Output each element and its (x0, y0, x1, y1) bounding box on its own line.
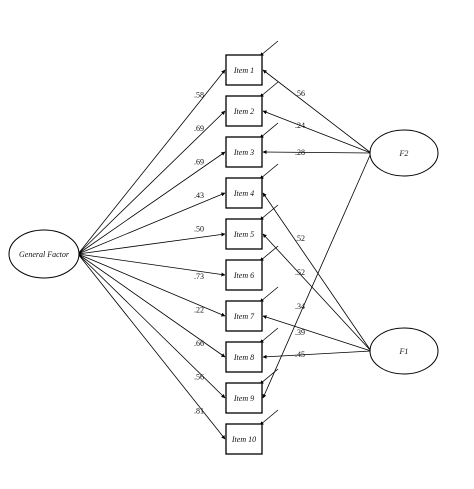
item-label-3: Item 3 (233, 148, 254, 157)
general-path-5 (77, 232, 226, 255)
general-loading-4: .43 (194, 191, 204, 200)
general-path-1 (77, 69, 226, 255)
general-loading-8: .66 (194, 339, 204, 348)
f1-path-item-8 (262, 350, 372, 359)
error-arrow-1 (259, 40, 279, 57)
item-box-10 (225, 423, 263, 455)
items-layer: Item 1 Item 2 Item 3 Item 4 Item 5 Item 6 Item… (225, 54, 263, 455)
item-label-9: Item 9 (233, 394, 254, 403)
item-box-1 (225, 54, 263, 86)
error-arrow-9 (259, 368, 279, 385)
error-arrow-2 (259, 81, 279, 98)
f1-factor-label: F1 (399, 347, 409, 356)
item-label-7: Item 7 (233, 312, 255, 321)
general-loading-7: .22 (194, 306, 204, 315)
f2-factor-label: F2 (399, 149, 409, 158)
error-arrow-10 (259, 409, 279, 426)
general-loading-5: .50 (194, 225, 204, 234)
item-box-9 (225, 382, 263, 414)
general-loading-2: .69 (194, 124, 204, 133)
f2-loading-item-3: .28 (295, 148, 305, 157)
f2-loading-item-2: .24 (295, 121, 305, 130)
f1-path-item-4 (262, 192, 372, 352)
general-factor-ellipse (8, 229, 80, 279)
f1-factor-ellipse (369, 327, 439, 375)
nodes-layer: General Factor F2 F1 (8, 129, 439, 375)
f1-loading-item-7: .39 (295, 328, 305, 337)
item-box-7 (225, 300, 263, 332)
f1-loading-item-8: .45 (295, 350, 305, 359)
f2-path-item-3 (262, 150, 372, 155)
item-label-8: Item 8 (233, 353, 254, 362)
item-label-4: Item 4 (233, 189, 254, 198)
f1-loading-item-5: .52 (295, 268, 305, 277)
item-box-3 (225, 136, 263, 168)
general-path-6 (77, 253, 226, 277)
f2-loading-item-1: .56 (295, 89, 305, 98)
item-label-5: Item 5 (233, 230, 254, 239)
f2-path-item-9 (262, 152, 372, 399)
error-arrow-4 (259, 163, 279, 180)
f1-path-item-7 (262, 315, 372, 352)
f1-loading-item-4: .52 (295, 234, 305, 243)
f2-path-item-2 (262, 110, 372, 154)
item-label-10: Item 10 (231, 435, 256, 444)
error-arrow-7 (259, 286, 279, 303)
general-loading-3: .69 (194, 158, 204, 167)
item-box-8 (225, 341, 263, 373)
general-path-2 (77, 110, 226, 255)
general-loading-6: .73 (194, 272, 204, 281)
general-loading-10: .81 (194, 406, 204, 415)
general-path-3 (77, 151, 226, 255)
general-factor-label: General Factor (19, 250, 70, 259)
general-path-10 (77, 253, 226, 440)
f1-path-item-5 (262, 233, 372, 352)
coefficients-layer: .58 .69 .69 .43 .50 .73 .22 .66 .56 .81 .56 .24 .28.… (194, 89, 305, 415)
item-box-4 (225, 177, 263, 209)
item-box-5 (225, 218, 263, 250)
f2-loading-item-9: .34 (295, 302, 305, 311)
error-arrow-8 (259, 327, 279, 344)
error-arrow-5 (259, 204, 279, 221)
general-path-4 (77, 192, 226, 255)
item-label-2: Item 2 (233, 107, 254, 116)
general-path-7 (77, 253, 226, 317)
item-label-6: Item 6 (233, 271, 254, 280)
general-path-8 (77, 253, 226, 358)
f2-path-item-1 (262, 69, 372, 154)
error-arrow-6 (259, 245, 279, 262)
item-label-1: Item 1 (233, 66, 254, 75)
f2-factor-ellipse (369, 129, 439, 177)
error-arrow-3 (259, 122, 279, 139)
item-box-6 (225, 259, 263, 291)
general-loading-1: .58 (194, 91, 204, 100)
item-box-2 (225, 95, 263, 127)
general-loading-9: .56 (194, 373, 204, 382)
paths-layer (77, 40, 372, 440)
general-path-9 (77, 253, 226, 399)
